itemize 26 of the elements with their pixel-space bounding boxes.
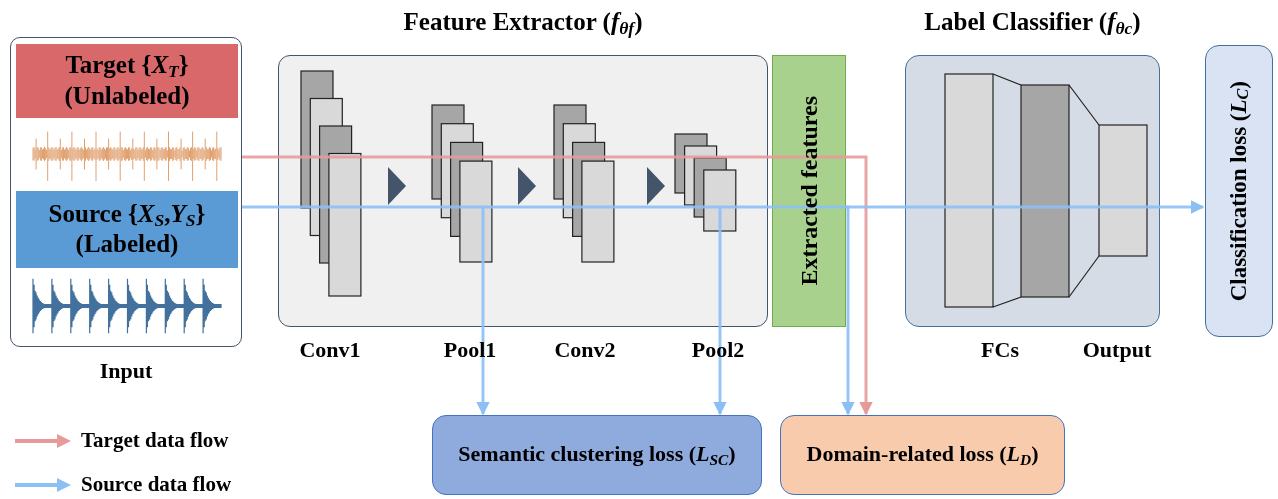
layer-label: Pool1 xyxy=(443,337,497,363)
data-flow-arrow xyxy=(1160,200,1205,214)
extracted-features-box xyxy=(772,55,846,327)
legend-label: Source data flow xyxy=(81,472,232,497)
target-domain-band xyxy=(16,44,238,118)
loss-label: Domain-related loss (L$_{D}$) xyxy=(806,440,1039,470)
layer-label: Conv1 xyxy=(299,337,361,363)
features-label: Extracted features xyxy=(795,96,823,286)
data-flow-arrow xyxy=(713,327,727,416)
domain-label: Source {X$_{S}$,Y$_{S}$} (Labeled) xyxy=(47,199,207,260)
data-flow-arrow xyxy=(476,327,490,416)
layer-label: Output xyxy=(1082,337,1152,363)
data-flow-arrow xyxy=(846,155,873,416)
domain-related-loss-box xyxy=(780,415,1065,495)
legend-label: Target data flow xyxy=(81,428,229,453)
module-title: Label Classifier (f$_{θc}$) xyxy=(923,8,1142,40)
classification-loss-box xyxy=(1205,45,1273,337)
source-domain-band xyxy=(16,191,238,268)
module-title: Feature Extractor (f$_{θf}$) xyxy=(402,8,644,40)
layer-label: Pool2 xyxy=(691,337,745,363)
layer-label: FCs xyxy=(981,337,1019,363)
layer-label: Conv2 xyxy=(554,337,616,363)
loss-label: Semantic clustering loss (L$_{SC}$) xyxy=(458,440,736,470)
input-caption: Input xyxy=(98,358,154,384)
domain-label: Target {X$_{T}$} (Unlabeled) xyxy=(63,51,191,111)
semantic-clustering-loss-box xyxy=(432,415,762,495)
